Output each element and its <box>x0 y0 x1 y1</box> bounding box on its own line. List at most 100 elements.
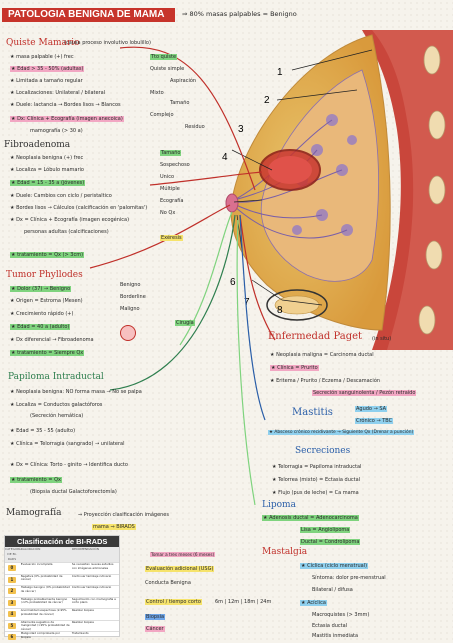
birads-rec: Continuar tamizaje rutinario <box>71 585 112 589</box>
phyllodes-line-5: ★ Dx diferencial → Fibroadenoma <box>10 337 94 343</box>
phyllodes-note-4: Cirugía <box>175 320 195 326</box>
birads-rec: Realizar biopsia <box>71 619 94 624</box>
birads-note-1: Tomar a tres meses (6 meses) <box>150 552 216 557</box>
fibroadenoma-line-6: ★ Dx = Clínica + Ecografía (imagen ecogé… <box>10 217 130 223</box>
diagram-number-4: 4 <box>222 152 228 163</box>
header-note: ⇒ 80% masas palpables = Benigno <box>182 10 297 18</box>
phyllodes-line-1: ★ Dolor (37) → Benigno <box>10 286 72 292</box>
mamografia-heading: Mamografía <box>6 508 62 518</box>
mamografia-line-1: ⇒ Proyección clasificación imágenes <box>78 512 169 518</box>
papiloma-line-3: (Secreción hemática) <box>30 413 84 419</box>
birads-note-6: Biopsia <box>145 614 166 620</box>
fibroadenoma-note-7: Exéresis <box>160 235 183 241</box>
mastalgia-line-3: Bilateral / difusa <box>312 587 353 593</box>
phyllodes-sketch-icon <box>120 325 136 341</box>
birads-rec: Realizar biopsia <box>71 608 94 612</box>
quiste-note-6: Complejo <box>150 112 174 118</box>
papiloma-line-4: ★ Edad = 35 - 55 (adulto) <box>10 428 76 434</box>
secreciones-line-1: ★ Telorragia = Papiloma intraductal <box>272 464 362 470</box>
page-title: PATOLOGIA BENIGNA DE MAMA <box>2 8 175 22</box>
quiste-line-6: ★ Dx: Clínica + Ecografía (imagen anecoi… <box>10 116 124 122</box>
leader-lines <box>231 49 373 306</box>
fibroadenoma-note-3: Unico <box>160 174 175 180</box>
quiste-line-7: mamografía (> 30 a) <box>30 128 83 134</box>
lipoma-line-2: Lisa = Angiolipoma <box>300 527 351 533</box>
birads-cat: 6 <box>7 634 16 640</box>
arrow-green <box>179 211 233 346</box>
mastalgia-line-7: Mastitis inmediata <box>312 633 359 639</box>
mastalgia-line-6: Ectasia ductal <box>312 623 348 629</box>
quiste-line-5: ★ Duele: lactancia → Bordes lisos → Blan… <box>10 102 121 108</box>
birads-cat: 2 <box>7 588 16 594</box>
fibroadenoma-note-6: No Qx <box>160 210 176 216</box>
fibroadenoma-note-2: Sospechoso <box>160 162 190 168</box>
quiste-heading-note: (causa proceso involutivo lobulillo) <box>64 40 151 46</box>
birads-col-recomendacion: RECOMENDACIÓN <box>71 547 99 551</box>
arrow-paget <box>239 214 276 341</box>
mastitis-line-3: ★ Absceso crónico recidivante → Siguient… <box>268 430 415 435</box>
birads-val: Negativa (0% probabilidad de cáncer) <box>20 573 63 582</box>
birads-val: Hallazgo probablemente benigno (<2% prob… <box>20 596 68 605</box>
quiste-line-3: ★ Limitada a tamaño regular <box>10 78 83 84</box>
paget-line-1: ★ Neoplasia maligna = Carcinoma ductal <box>270 352 374 358</box>
birads-val: Hallazgo benigno (0% probabilidad de cán… <box>20 585 70 593</box>
birads-cat: 1 <box>7 576 16 583</box>
birads-table: Clasificación de BI-RADS CATEGORÍA DE BI… <box>4 535 120 640</box>
paget-heading-note: (in situ) <box>372 336 392 342</box>
papiloma-line-2: ★ Localiza = Conductos galactóforos <box>10 402 103 408</box>
secreciones-line-3: ★ Flujo (pus de leche) = Ca mama <box>272 490 359 496</box>
lipoma-line-1: ★ Adenosis ductal = Adenocarcinoma <box>262 515 359 521</box>
birads-cat: 5 <box>7 622 16 629</box>
arrow-lipoma <box>236 219 256 506</box>
quiste-line-2: ★ Edad > 35 - 50% (adultas) <box>10 66 85 72</box>
mastalgia-heading: Mastalgia <box>262 547 308 557</box>
diagram-number-7: 7 <box>244 297 250 308</box>
table-row: 6 Malignidad comprobada por biopsia Trat… <box>5 631 119 643</box>
birads-rec: Seguimiento con mamografía a corto plazo <box>71 596 116 605</box>
diagram-number-3: 3 <box>238 124 244 135</box>
papiloma-line-8: (Biopsia ductal Galactoforectomía) <box>30 489 117 495</box>
table-row: 1 Negativa (0% probabilidad de cáncer) C… <box>5 573 119 586</box>
secreciones-line-2: ★ Telorrea (mixto) = Ectasia ductal <box>272 477 361 483</box>
birads-rec: Tratamiento <box>71 631 89 635</box>
paget-line-4: Secreción sanguinolenta / Pezón retraído <box>312 390 417 396</box>
birads-header-row: CATEGORÍA DE BI-RADS VALORACIÓN RECOMEND… <box>5 547 119 562</box>
arrow-fibroadenoma <box>149 171 263 186</box>
ribs <box>418 45 446 335</box>
paget-heading: Enfermedad Paget <box>268 331 363 342</box>
papiloma-line-6: ★ Dx = Clínica: Torto - ginito → Identif… <box>10 462 128 468</box>
table-row: 4 Anormalidad sospechosa (2-95% probabil… <box>5 608 119 620</box>
paget-line-3: ★ Eritema / Prurito / Eczema / Descamaci… <box>270 378 381 384</box>
birads-rec: Se necesitan nuevas estudios con imágene… <box>71 562 114 570</box>
fibroadenoma-line-3: ★ Edad = 15 - 35 a (jóvenes) <box>10 180 86 186</box>
phyllodes-note-2: Borderline <box>120 294 146 300</box>
fibroadenoma-note-4: Múltiple <box>160 186 180 192</box>
birads-title: Clasificación de BI-RADS <box>5 536 119 547</box>
arrow-mastitis <box>239 214 266 421</box>
breast-anatomy-illustration: 1 2 3 4 5 6 7 8 <box>222 30 453 350</box>
arrow-quiste <box>119 46 256 191</box>
birads-cat: 4 <box>7 611 16 617</box>
birads-note-4: Control / tiempo corto <box>145 599 202 605</box>
fibroadenoma-line-5: ★ Bordes lisos → Cálculos (calcificación… <box>10 205 148 211</box>
birads-cat: 0 <box>7 565 16 571</box>
quiste-line-4: ★ Localizaciones: Unilateral / bilateral <box>10 90 106 96</box>
phyllodes-line-2: ★ Origen = Estroma (Mesen) <box>10 298 83 304</box>
phyllodes-line-4: ★ Edad = 40 a (adulto) <box>10 324 71 330</box>
fibroadenoma-line-4: ★ Duele: Cambios con ciclo / peristaltic… <box>10 193 112 199</box>
fibroadenoma-heading: Fibroadenoma <box>4 140 71 150</box>
quiste-note-4: Mixto <box>150 90 164 96</box>
birads-val: Evaluación incompleta <box>20 562 53 566</box>
birads-col-category: CATEGORÍA DE BI-RADS <box>5 547 23 561</box>
papiloma-heading: Papiloma Intraductal <box>8 372 104 382</box>
fibroadenoma-note-5: Ecografía <box>160 198 184 204</box>
phyllodes-note-3: Maligno <box>120 306 140 312</box>
birads-note-3: Conducta Benigna <box>145 580 191 586</box>
table-row: 0 Evaluación incompleta Se necesitan nue… <box>5 562 119 574</box>
phyllodes-line-6: ★ tratamiento = Siempre Qx <box>10 350 85 356</box>
fibroadenoma-note-1: Tamaño <box>160 150 182 156</box>
fibroadenoma-line-1: ★ Neoplasia benigna (+) frec <box>10 155 84 161</box>
phyllodes-line-3: ★ Crecimiento rápido (+) <box>10 311 74 317</box>
birads-val: Malignidad comprobada por biopsia <box>20 631 60 639</box>
birads-col-valoracion: VALORACIÓN <box>21 547 41 551</box>
